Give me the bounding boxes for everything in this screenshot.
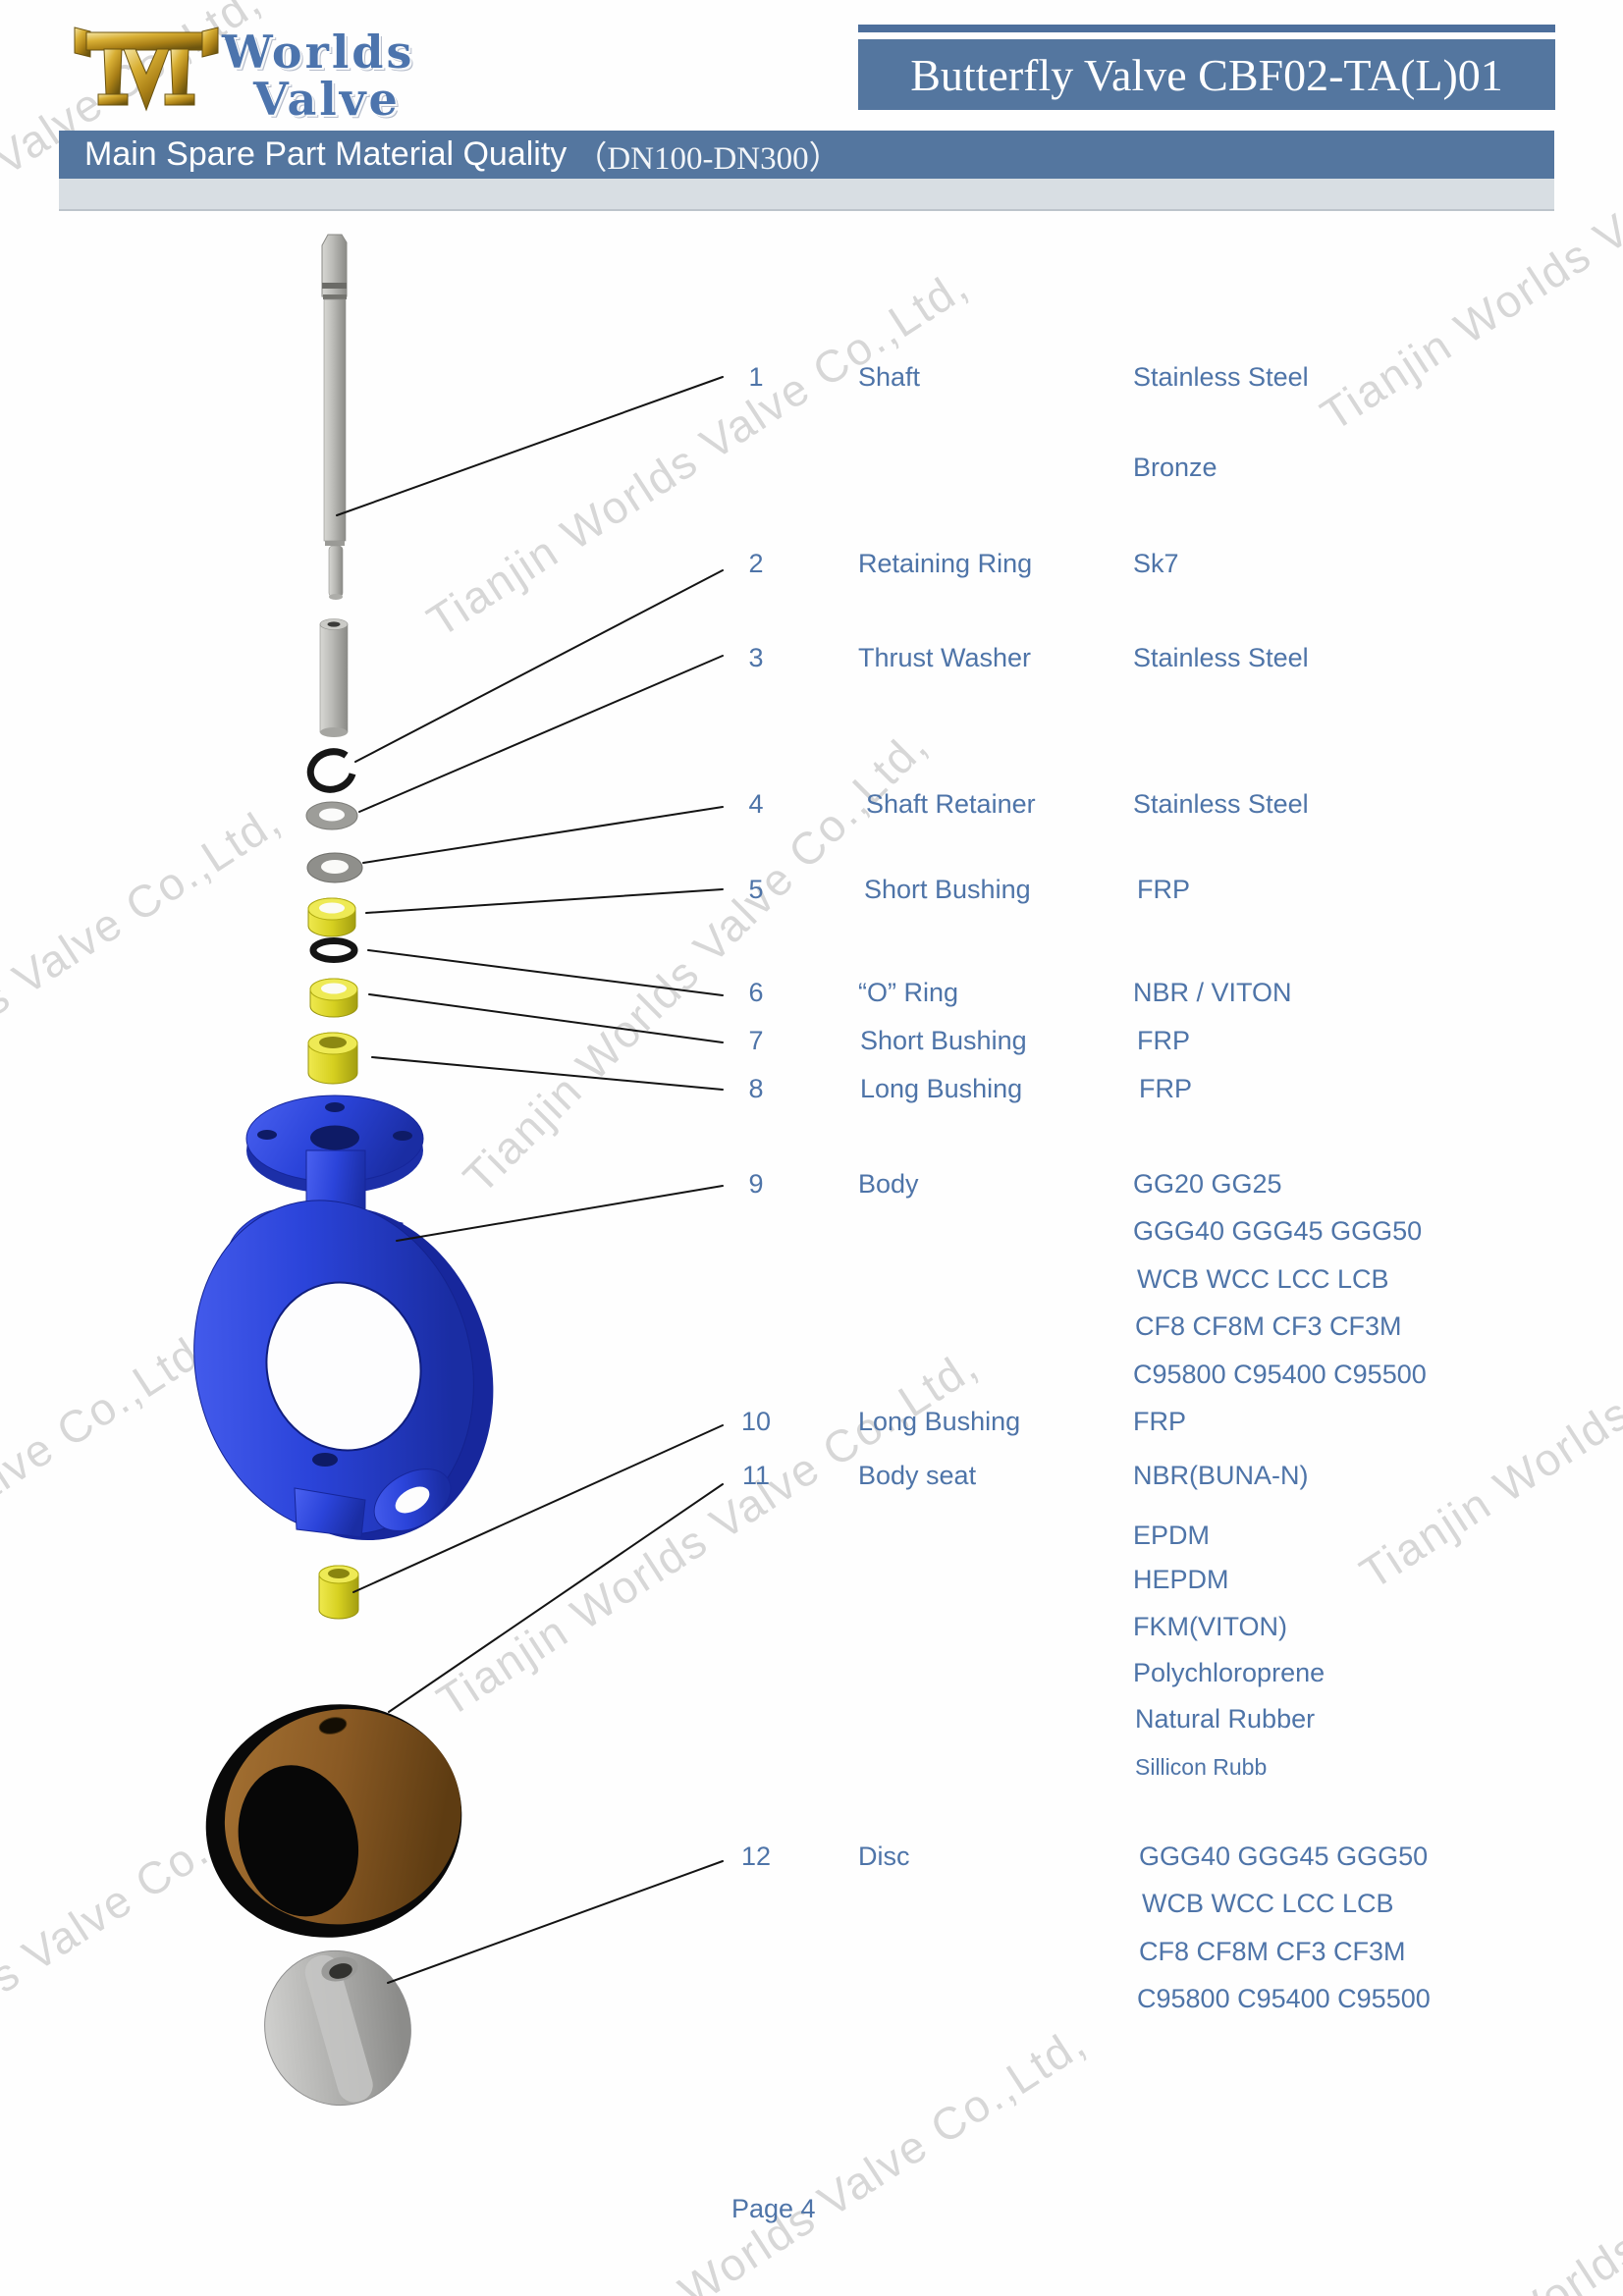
- part-material: Sk7: [1133, 549, 1179, 578]
- part-material: EPDM: [1133, 1521, 1211, 1550]
- long-bushing-illustration: [307, 1032, 358, 1085]
- part-material: WCB WCC LCC LCB: [1142, 1889, 1394, 1918]
- part-material: HEPDM: [1133, 1565, 1229, 1594]
- part-material: Stainless Steel: [1133, 789, 1309, 819]
- part-name: Disc: [858, 1842, 910, 1871]
- part-name: “O” Ring: [858, 978, 959, 1007]
- part-material: GGG40 GGG45 GGG50: [1133, 1216, 1423, 1246]
- shaft-retainer-illustration: [306, 852, 363, 883]
- retaining-ring-illustration: [306, 748, 357, 793]
- company-logo-monogram-icon: [74, 27, 219, 112]
- part-material: C95800 C95400 C95500: [1133, 1360, 1427, 1389]
- body-seat-illustration: [205, 1704, 462, 1938]
- part-number: 9: [748, 1169, 764, 1199]
- short-bushing-illustration: [309, 978, 358, 1018]
- part-material: Stainless Steel: [1133, 362, 1309, 392]
- part-material: FRP: [1139, 1074, 1192, 1103]
- long-bushing-illustration: [318, 1565, 359, 1620]
- part-name: Long Bushing: [858, 1407, 1021, 1436]
- part-name: Retaining Ring: [858, 549, 1033, 578]
- part-material: FKM(VITON): [1133, 1612, 1287, 1641]
- o-ring-illustration: [309, 937, 358, 963]
- disc-illustration: [264, 1949, 411, 2107]
- part-material: CF8 CF8M CF3 CF3M: [1135, 1311, 1402, 1341]
- part-number: 2: [748, 549, 764, 578]
- part-material: WCB WCC LCC LCB: [1137, 1264, 1389, 1294]
- part-number: 5: [748, 875, 764, 904]
- shaft-journal-illustration: [319, 618, 349, 737]
- part-number: 8: [748, 1074, 764, 1103]
- part-number: 1: [748, 362, 764, 392]
- logo-valve-text: Valve: [253, 73, 401, 126]
- part-material: GGG40 GGG45 GGG50: [1139, 1842, 1429, 1871]
- part-name: Long Bushing: [860, 1074, 1023, 1103]
- section-banner-title: Main Spare Part Material Quality: [84, 135, 568, 173]
- part-name: Body: [858, 1169, 919, 1199]
- part-material: Sillicon Rubb: [1135, 1754, 1268, 1780]
- part-number: 4: [748, 789, 764, 819]
- document-title: Butterfly Valve CBF02-TA(L)01: [910, 49, 1503, 100]
- page-number: Page 4: [731, 2194, 816, 2223]
- section-banner-range: （DN100-DN300）: [574, 140, 841, 177]
- title-accent-bar: [858, 25, 1555, 32]
- part-material: FRP: [1137, 875, 1190, 904]
- part-material: Bronze: [1133, 453, 1217, 482]
- part-material: Stainless Steel: [1133, 643, 1309, 672]
- part-name: Short Bushing: [860, 1026, 1027, 1055]
- part-number: 11: [741, 1461, 771, 1490]
- part-name: Thrust Washer: [858, 643, 1032, 672]
- part-material: CF8 CF8M CF3 CF3M: [1139, 1937, 1406, 1966]
- part-name: Shaft Retainer: [866, 789, 1036, 819]
- part-number: 7: [748, 1026, 764, 1055]
- part-material: C95800 C95400 C95500: [1137, 1984, 1431, 2013]
- part-name: Short Bushing: [864, 875, 1031, 904]
- short-bushing-illustration: [307, 897, 356, 937]
- thrust-washer-illustration: [305, 801, 358, 830]
- leader-lines: [336, 376, 724, 1984]
- part-material: NBR(BUNA-N): [1133, 1461, 1309, 1490]
- part-number: 3: [748, 643, 764, 672]
- part-material: FRP: [1133, 1407, 1186, 1436]
- logo-worlds-text: Worlds: [222, 26, 415, 79]
- shaft-illustration: [321, 234, 348, 600]
- part-material: Polychloroprene: [1133, 1658, 1325, 1687]
- part-material: Natural Rubber: [1135, 1704, 1316, 1734]
- part-number: 10: [740, 1407, 772, 1436]
- document-title-box: Butterfly Valve CBF02-TA(L)01: [858, 39, 1555, 110]
- banner-shadow-strip: [59, 179, 1554, 211]
- part-number: 6: [748, 978, 764, 1007]
- valve-body-illustration: [193, 1095, 494, 1541]
- section-banner: Main Spare Part Material Quality （DN100-…: [59, 131, 1554, 179]
- part-material: FRP: [1137, 1026, 1190, 1055]
- part-material: GG20 GG25: [1133, 1169, 1282, 1199]
- part-number: 12: [740, 1842, 772, 1871]
- part-name: Body seat: [858, 1461, 977, 1490]
- part-material: NBR / VITON: [1133, 978, 1292, 1007]
- part-name: Shaft: [858, 362, 921, 392]
